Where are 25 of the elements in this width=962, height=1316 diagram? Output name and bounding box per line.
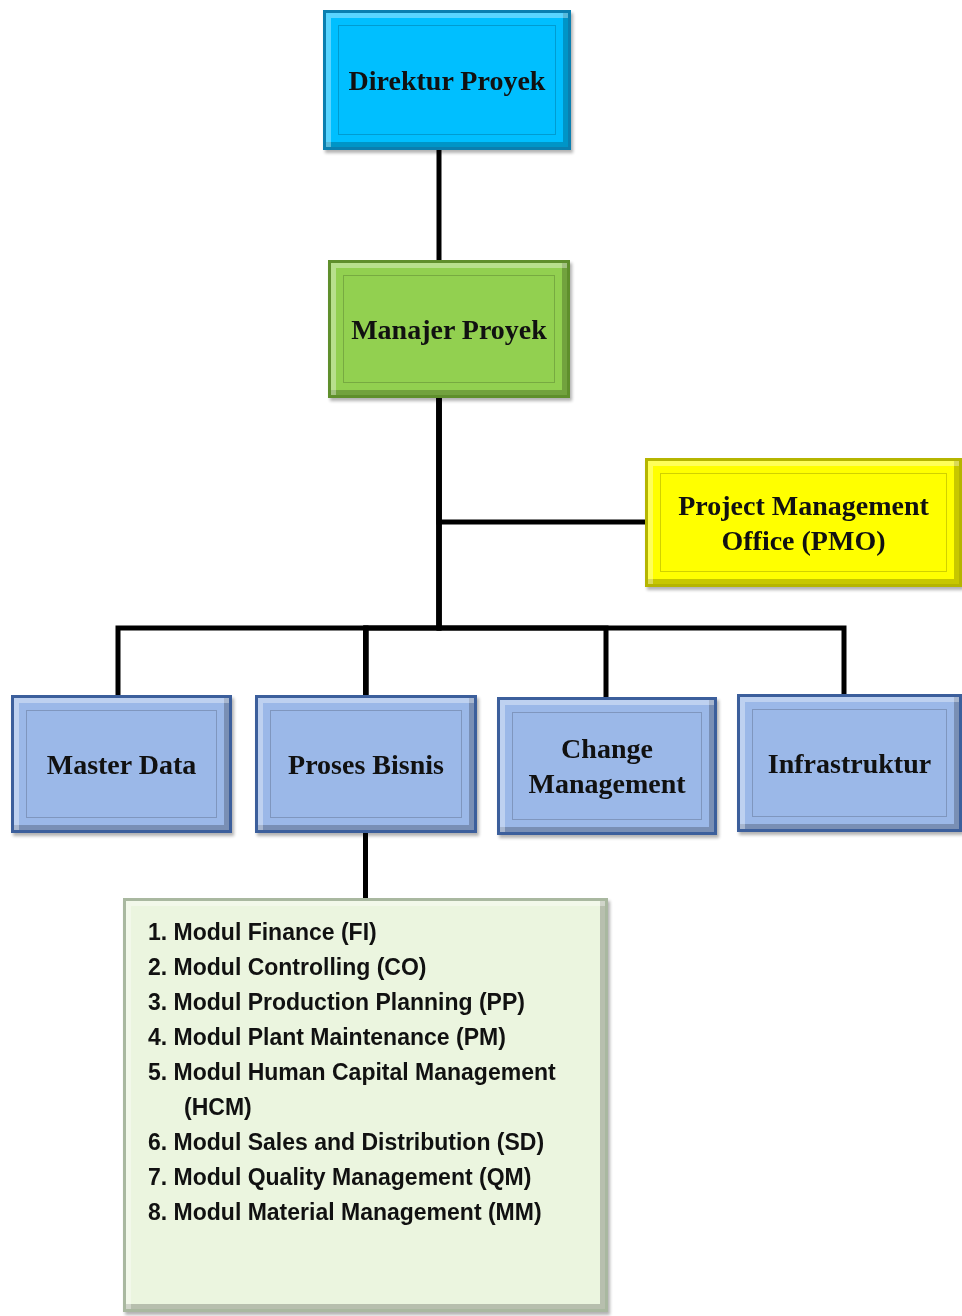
connector-line <box>436 150 442 260</box>
org-box <box>11 695 232 833</box>
list-item: 7. Modul Quality Management (QM) <box>148 1163 533 1192</box>
org-box <box>645 458 962 587</box>
box-title: Change Management <box>527 732 687 801</box>
box-title: Master Data <box>46 747 197 782</box>
list-item: 1. Modul Finance (FI) <box>148 918 378 947</box>
org-box <box>737 694 962 832</box>
org-box <box>328 260 570 398</box>
box-title: Direktur Proyek <box>348 63 546 98</box>
list-item: 4. Modul Plant Maintenance (PM) <box>148 1023 507 1052</box>
list-item: 3. Modul Production Planning (PP) <box>148 988 526 1017</box>
module-list-box <box>123 898 608 1312</box>
org-box <box>323 10 571 150</box>
box-title: Infrastruktur <box>767 746 932 781</box>
org-box <box>255 695 477 833</box>
box-title: Project Management Office (PMO) <box>677 488 930 558</box>
connector-line <box>436 398 847 694</box>
list-item: 5. Modul Human Capital Management (HCM) <box>148 1058 557 1122</box>
box-title: Manajer Proyek <box>351 312 547 347</box>
list-item: 6. Modul Sales and Distribution (SD) <box>148 1128 546 1157</box>
list-item: 8. Modul Material Management (MM) <box>148 1198 543 1227</box>
org-box <box>497 697 717 835</box>
box-title: Proses Bisnis <box>288 747 444 782</box>
list-item: 2. Modul Controlling (CO) <box>148 953 428 982</box>
